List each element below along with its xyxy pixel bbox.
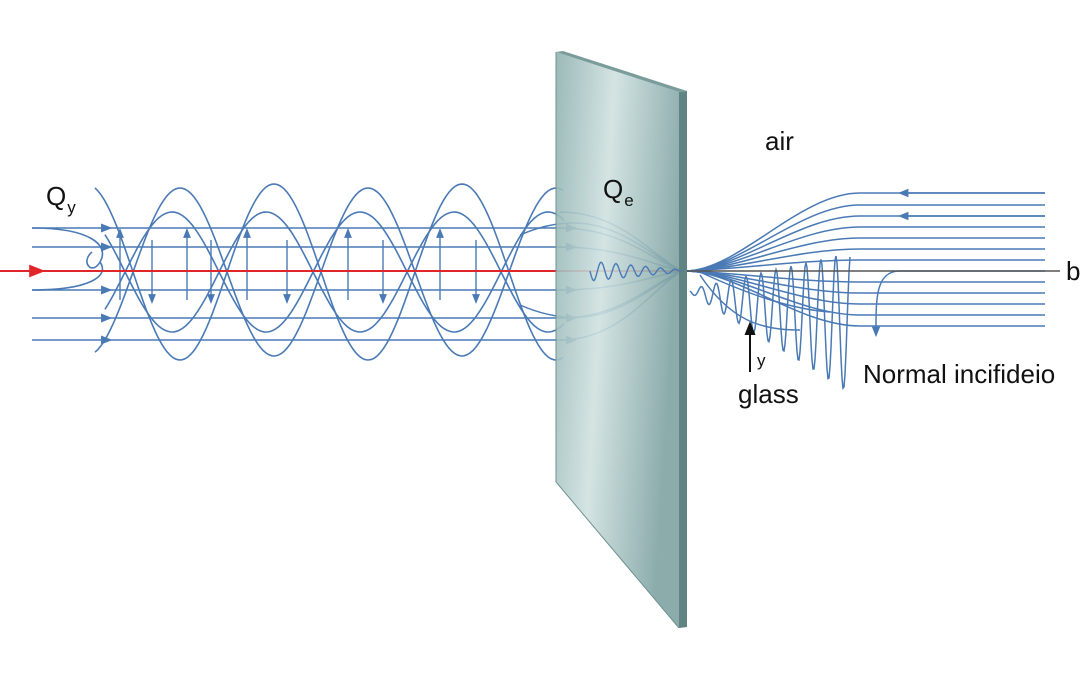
label-q-right: Qe [603,174,634,210]
focus-spiral [589,261,682,282]
transmitted-line [686,270,1045,305]
wave-curve [94,187,564,357]
wave-curve [104,211,565,333]
label-normal: Normal incifideio [863,359,1056,389]
label-glass: glass [738,379,799,409]
spiral-curve [589,261,682,282]
label-q-left: Qy [46,181,76,217]
glass-slab [555,51,687,629]
label-air: air [765,126,794,156]
label-b: b [1066,256,1080,286]
label-y: y [757,351,766,370]
wave-curve [94,183,564,361]
transmitted-line [686,237,1045,272]
entrance-swirl [31,261,104,291]
transmitted-field-lines [686,188,1045,390]
entrance-swirl [31,227,104,269]
wave-curve [104,211,565,333]
oscillating-wave-curves [94,183,565,361]
transmitted-line [699,274,801,331]
transmitted-line [686,215,1045,272]
transmitted-line [699,271,831,313]
damped-oscillation [689,255,851,390]
